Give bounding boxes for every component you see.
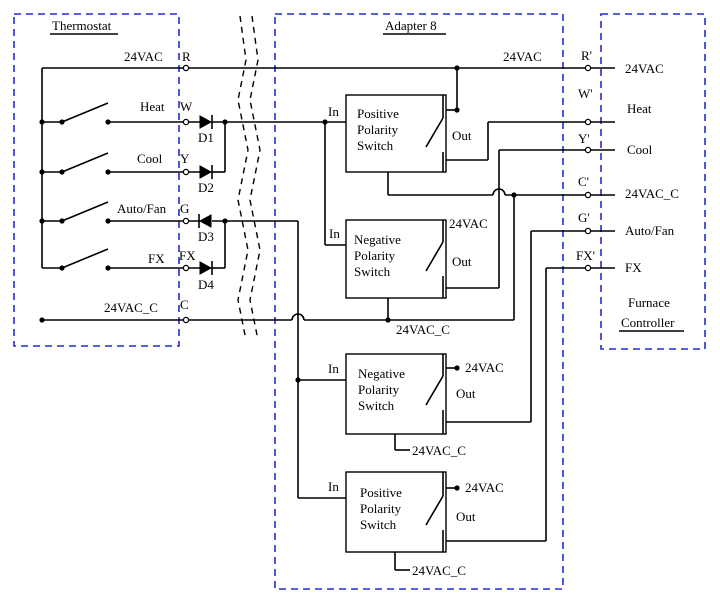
r-wire-label: 24VAC <box>124 49 163 64</box>
terminal-fx: FX <box>179 248 196 263</box>
diode-d3-label: D3 <box>198 229 214 244</box>
diode-d2 <box>199 165 213 179</box>
switch-1-in: In <box>328 104 339 119</box>
adapter-title: Adapter 8 <box>385 18 437 33</box>
furnace-boundary <box>600 13 706 350</box>
switch-1-line2: Polarity <box>357 122 399 137</box>
switch-3-line1: Negative <box>358 366 405 381</box>
diode-d1 <box>199 115 213 129</box>
switch-3-out: Out <box>456 386 476 401</box>
switch-1-box <box>345 94 447 173</box>
furnace-title-line2: Controller <box>621 315 675 330</box>
furnace-24vac-c: 24VAC_C <box>625 186 679 201</box>
diode-d2-label: D2 <box>198 180 214 195</box>
heat-wire-label: Heat <box>140 99 165 114</box>
switch-arms <box>425 95 444 552</box>
switch-2-line1: Negative <box>354 232 401 247</box>
switch-3-box <box>345 353 447 435</box>
diode-d4 <box>199 261 213 275</box>
switch-2-box <box>345 219 447 299</box>
terminal-r: R <box>182 49 191 64</box>
furnace-title-line1: Furnace <box>628 295 670 310</box>
adapter-terminal-r: R' <box>581 48 592 63</box>
furnace-fx: FX <box>625 260 642 275</box>
adapter-terminal-c: C' <box>578 174 589 189</box>
furnace-24vac: 24VAC <box>625 61 664 76</box>
diode-d1-label: D1 <box>198 130 214 145</box>
switch-4-common: 24VAC_C <box>412 563 466 578</box>
furnace-heat: Heat <box>627 101 652 116</box>
switch-2-common: 24VAC_C <box>396 322 450 337</box>
adapter-24vac-label: 24VAC <box>503 49 542 64</box>
fx-wire-label: FX <box>148 251 165 266</box>
adapter-boundary <box>274 13 564 590</box>
switch-1-line3: Switch <box>357 138 394 153</box>
diode-d3 <box>198 214 212 228</box>
adapter-terminal-g: G' <box>578 210 590 225</box>
switch-2-supply: 24VAC <box>449 216 488 231</box>
terminal-w: W <box>180 99 193 114</box>
switch-4-line3: Switch <box>360 517 397 532</box>
terminal-g: G <box>180 201 189 216</box>
switch-3-common: 24VAC_C <box>412 443 466 458</box>
furnace-auto-fan: Auto/Fan <box>625 223 675 238</box>
switch-1-line1: Positive <box>357 106 399 121</box>
thermostat-boundary <box>13 13 180 347</box>
terminal-y: Y <box>180 151 190 166</box>
adapter-terminal-w: W' <box>578 86 593 101</box>
furnace-cool: Cool <box>627 142 653 157</box>
wire-break-right <box>249 15 261 341</box>
switch-3-in: In <box>328 361 339 376</box>
switch-3-supply: 24VAC <box>465 360 504 375</box>
switch-2-line3: Switch <box>354 264 391 279</box>
switch-4-line1: Positive <box>360 485 402 500</box>
thermostat-title: Thermostat <box>52 18 112 33</box>
terminal-c: C <box>180 297 189 312</box>
switch-4-out: Out <box>456 509 476 524</box>
c-wire-label: 24VAC_C <box>104 300 158 315</box>
switch-3-line2: Polarity <box>358 382 400 397</box>
switch-2-in: In <box>329 226 340 241</box>
adapter-terminal-y: Y' <box>578 131 590 146</box>
switch-4-line2: Polarity <box>360 501 402 516</box>
switch-4-box <box>345 471 447 553</box>
diode-d4-label: D4 <box>198 277 214 292</box>
switch-4-supply: 24VAC <box>465 480 504 495</box>
adapter-terminal-fx: FX' <box>576 248 595 263</box>
switch-1-out: Out <box>452 128 472 143</box>
cool-wire-label: Cool <box>137 151 163 166</box>
wire-break-left <box>237 15 249 341</box>
switch-3-line3: Switch <box>358 398 395 413</box>
switch-4-in: In <box>328 479 339 494</box>
switch-2-line2: Polarity <box>354 248 396 263</box>
fan-wire-label: Auto/Fan <box>117 201 167 216</box>
switch-2-out: Out <box>452 254 472 269</box>
